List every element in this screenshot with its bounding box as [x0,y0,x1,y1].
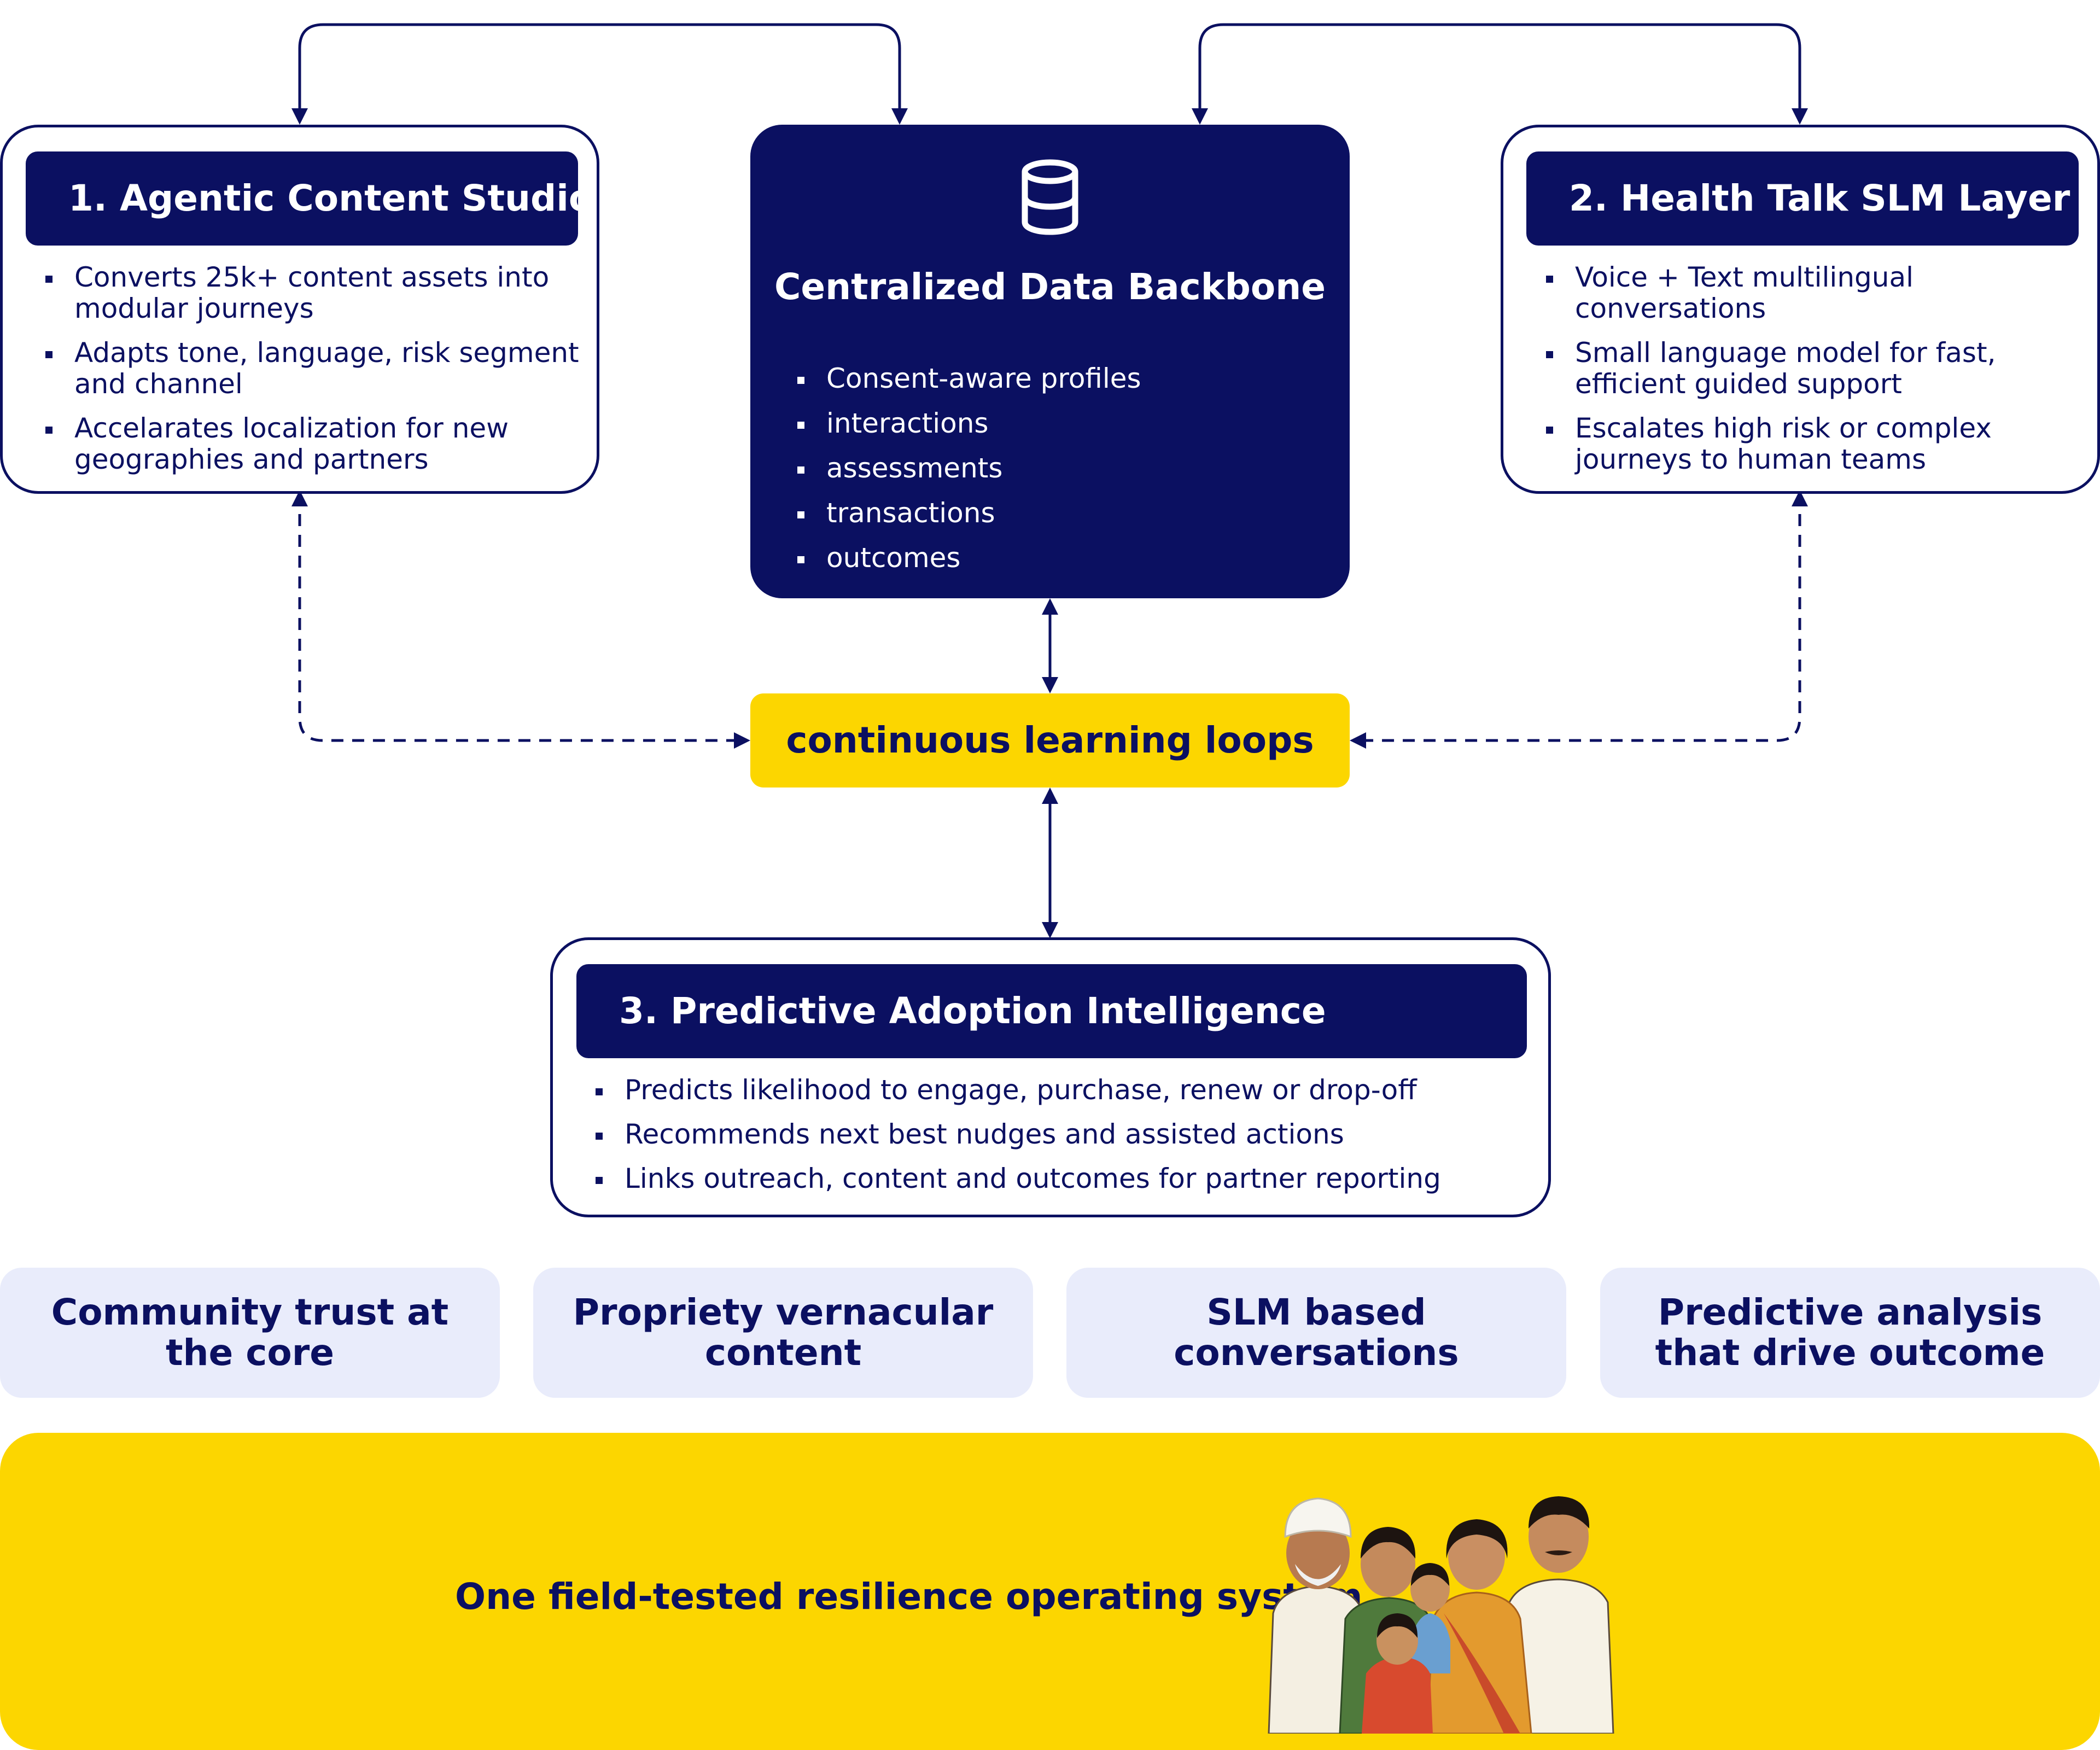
pillar-slm-conversations: SLM based conversations [1066,1268,1566,1398]
connector-studio-backbone [291,23,908,125]
data-backbone-panel: Centralized Data Backbone Consent-aware … [750,125,1350,598]
banner-tagline: One field-tested resilience operating sy… [455,1576,1363,1618]
connector-backbone-healthtalk [1192,23,1808,125]
list-item: Recommends next best nudges and assisted… [592,1119,1522,1150]
panel-title: 3. Predictive Adoption Intelligence [576,964,1527,1058]
database-icon [1022,159,1078,235]
list-item: Converts 25k+ content assets into modula… [42,262,589,324]
backbone-title: Centralized Data Backbone [774,266,1326,308]
list-item: Voice + Text multilingual conversations [1543,262,2090,324]
connector-studio-loops-dashed [291,490,750,749]
panel-title: 1. Agentic Content Studio [26,151,593,246]
list-item: interactions [794,408,1319,439]
bullet-list: Converts 25k+ content assets into modula… [42,262,589,488]
panel-title: 2. Health Talk SLM Layer [1526,151,2079,246]
list-item: Escalates high risk or complex journeys … [1543,413,2090,475]
learning-loops-box: continuous learning loops [750,693,1350,788]
agentic-content-studio-panel: 1. Agentic Content Studio Converts 25k+ … [0,125,599,494]
pillar-predictive-analysis: Predictive analysis that drive outcome [1600,1268,2100,1398]
bottom-banner [0,1433,2100,1750]
list-item: Accelarates localization for new geograp… [42,413,589,475]
list-item: Adapts tone, language, risk segment and … [42,337,589,400]
pillar-community-trust: Community trust at the core [0,1268,500,1398]
health-talk-panel: 2. Health Talk SLM Layer Voice + Text mu… [1501,125,2100,494]
family-illustration [1268,1496,1614,1734]
list-item: Small language model for fast, efficient… [1543,337,2090,400]
list-item: assessments [794,453,1319,484]
bullet-list: Voice + Text multilingual conversations … [1543,262,2090,488]
predictive-intelligence-panel: 3. Predictive Adoption Intelligence Pred… [550,937,1551,1217]
list-item: Consent-aware profiles [794,363,1319,394]
list-item: Predicts likelihood to engage, purchase,… [592,1075,1522,1106]
bullet-list: Consent-aware profiles interactions asse… [794,363,1319,587]
pillar-vernacular-content: Propriety vernacular content [533,1268,1033,1398]
connector-healthtalk-loops-dashed [1350,490,1808,749]
list-item: Links outreach, content and outcomes for… [592,1163,1522,1194]
list-item: transactions [794,498,1319,529]
list-item: outcomes [794,542,1319,574]
bullet-list: Predicts likelihood to engage, purchase,… [592,1075,1522,1208]
